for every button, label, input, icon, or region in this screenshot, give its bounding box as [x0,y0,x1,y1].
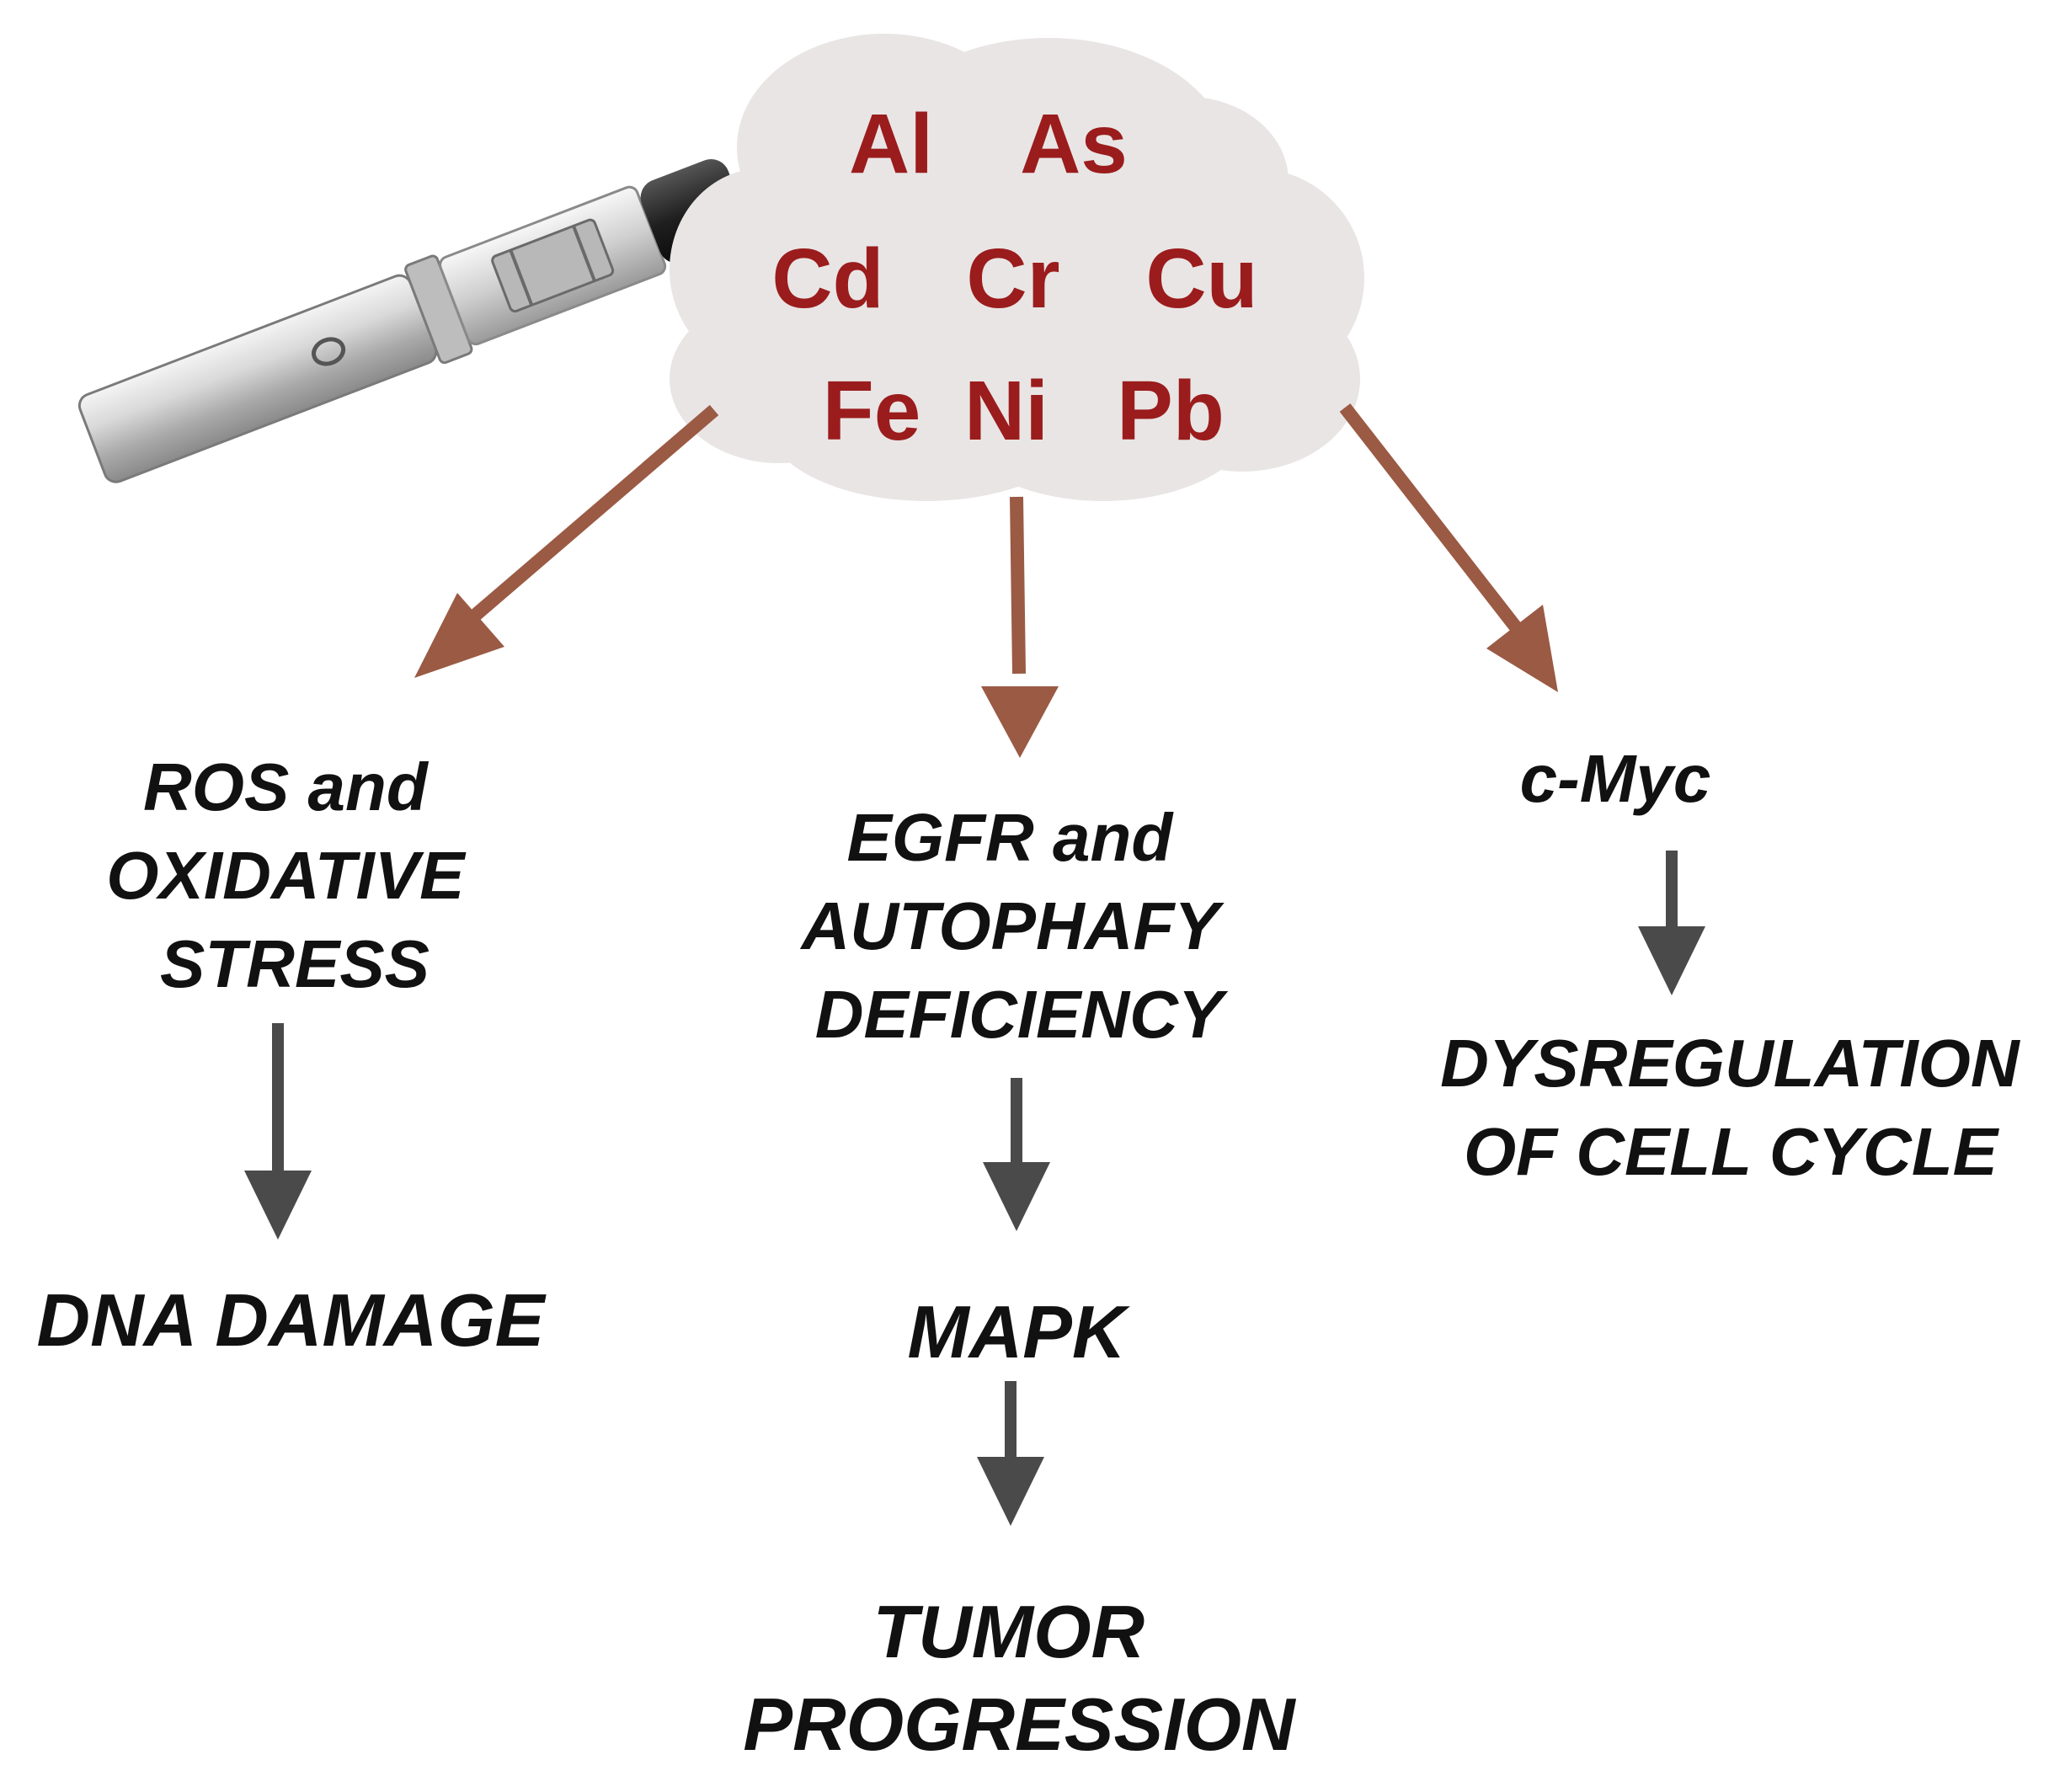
arrow-to-ros [414,404,719,678]
label-mapk: MAPK [907,1290,1130,1373]
device-coil [491,218,615,313]
metal-cu: Cu [1145,232,1257,326]
metal-as: As [1020,97,1128,191]
device-button [312,337,346,366]
metal-cr: Cr [966,232,1059,326]
device-coil-ring [509,249,534,307]
metal-fe: Fe [823,364,921,458]
metal-cloud [670,34,1364,501]
label-tumor-progression: TUMOR PROGRESSION [743,1590,1297,1766]
arrow-to-egfr [981,496,1059,758]
arrow-to-dysregulation [1638,851,1705,995]
metal-cd: Cd [771,232,883,326]
label-dysregulation-of-cell-cycle: DYSREGULATION OF CELL CYCLE [1440,1026,2038,1189]
arrow-to-tumor-progression [977,1381,1044,1526]
label-egfr-autophafy-deficiency: EGFR and AUTOPHAFY DEFICIENCY [799,800,1236,1052]
metal-pb: Pb [1117,364,1225,458]
label-dna-damage: DNA DAMAGE [37,1278,547,1362]
e-cigarette-icon [77,159,748,483]
metal-ni: Ni [964,364,1049,458]
label-ros-oxidative-stress: ROS and OXIDATIVE STRESS [106,749,483,1001]
arrow-to-cmyc [1339,403,1558,692]
arrow-to-mapk [983,1078,1050,1231]
device-battery [77,274,438,483]
metal-al: Al [849,97,933,191]
arrow-to-dna-damage [244,1023,312,1240]
device-coil-ring [572,225,596,282]
label-c-myc: c-Myc [1520,741,1711,816]
